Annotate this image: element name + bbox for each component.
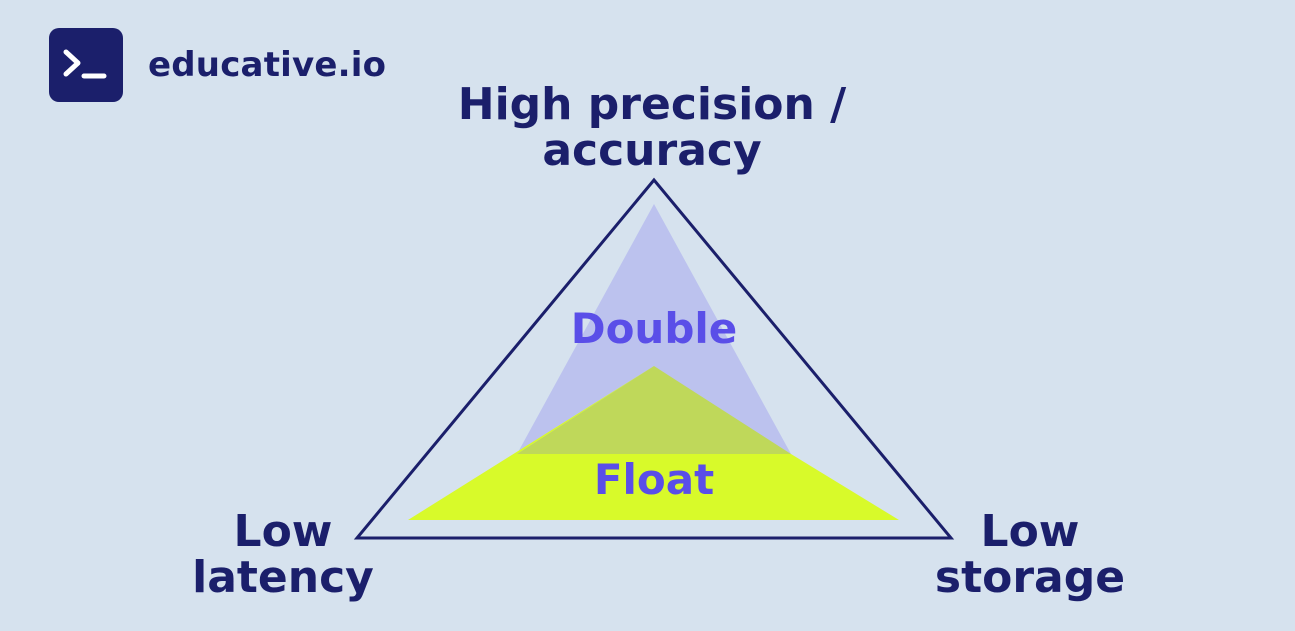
- tradeoff-triangle-outline: [353, 177, 955, 540]
- low-storage-line2: storage: [934, 552, 1126, 603]
- low-latency-label: Low latency: [178, 509, 388, 601]
- low-storage-label: Low storage: [925, 509, 1135, 601]
- brand-name: educative.io: [148, 45, 387, 85]
- float-label: Float: [593, 455, 715, 504]
- float-region: [408, 366, 899, 520]
- brand-header: educative.io: [49, 28, 386, 102]
- high-precision-line1: High precision /: [457, 79, 847, 130]
- low-latency-line1: Low: [233, 506, 333, 557]
- high-precision-line2: accuracy: [542, 125, 762, 176]
- high-precision-label: High precision / accuracy: [452, 82, 852, 174]
- terminal-prompt-icon: [49, 28, 123, 102]
- low-storage-line1: Low: [980, 506, 1080, 557]
- double-region: [517, 204, 791, 454]
- double-label: Double: [570, 304, 738, 353]
- low-latency-line2: latency: [192, 552, 374, 603]
- overlap-region: [517, 366, 791, 454]
